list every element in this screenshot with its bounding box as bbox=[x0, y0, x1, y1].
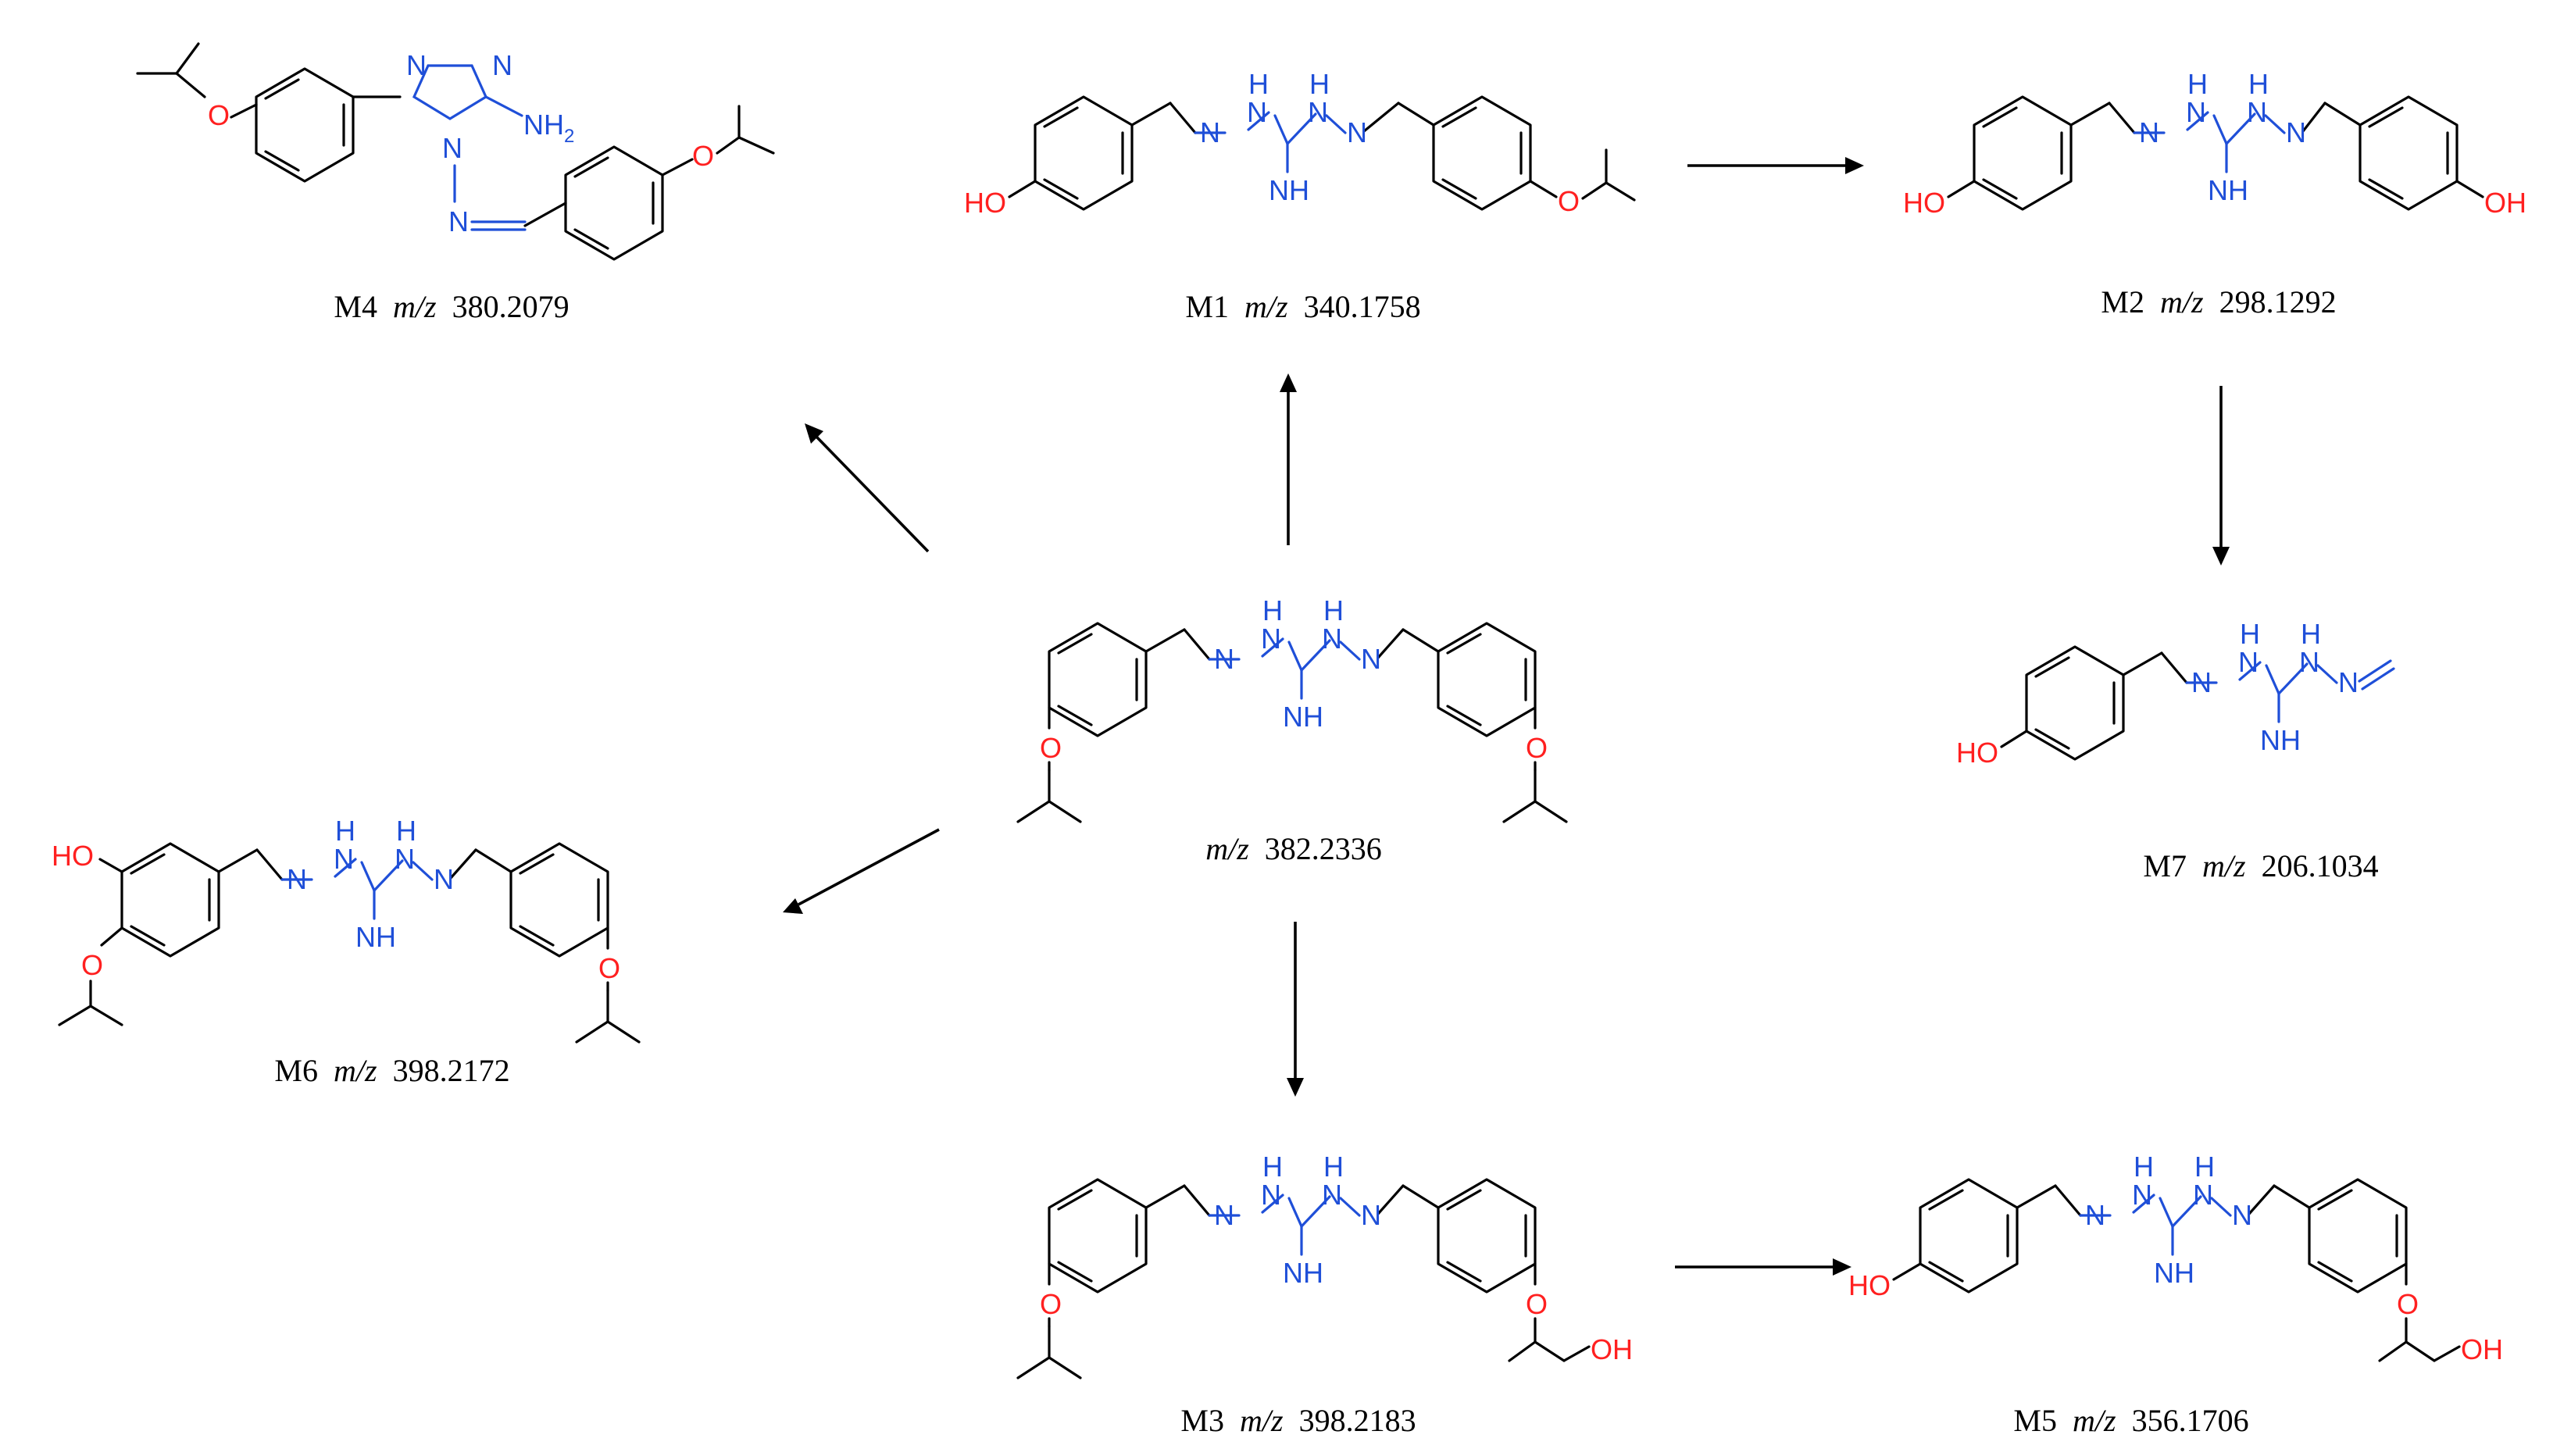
atom-n: N bbox=[2238, 646, 2259, 678]
atom-n: N bbox=[2247, 96, 2267, 128]
atom-nh: NH bbox=[355, 921, 396, 953]
atom-n: N bbox=[2139, 116, 2159, 148]
atom-nh: NH bbox=[2154, 1257, 2194, 1289]
atom-h: H bbox=[2248, 68, 2269, 100]
structure-m4: O N N N NH2 N O bbox=[136, 42, 775, 261]
atom-n: N bbox=[1322, 1179, 1342, 1211]
structure-m1: N N H N H N NH HO O bbox=[964, 68, 1636, 219]
atom-nh: NH bbox=[1269, 174, 1309, 206]
atom-h: H bbox=[335, 815, 355, 847]
atom-oh: OH bbox=[1591, 1333, 1633, 1365]
structure-parent: N N H N H N NH O O bbox=[1016, 594, 1568, 823]
atom-ho: HO bbox=[1848, 1269, 1891, 1301]
atom-nh: NH bbox=[1283, 701, 1323, 733]
atom-n: N bbox=[1322, 623, 1342, 655]
atom-h: H bbox=[1323, 594, 1344, 626]
atom-o: O bbox=[2397, 1288, 2419, 1320]
atom-n: N bbox=[434, 863, 454, 895]
atom-o: O bbox=[1040, 1288, 1062, 1320]
atom-o: O bbox=[1526, 1288, 1548, 1320]
atom-h: H bbox=[2194, 1151, 2215, 1183]
atom-h: H bbox=[2301, 618, 2321, 650]
reaction-arrows bbox=[783, 157, 2230, 1276]
atom-n: N bbox=[1200, 116, 1220, 148]
atom-oh: OH bbox=[2484, 187, 2526, 219]
atom-n: N bbox=[1347, 116, 1367, 148]
atom-n: N bbox=[2299, 646, 2319, 678]
atom-nh: NH bbox=[2208, 174, 2248, 206]
structure-m7: N N H N H N NH HO bbox=[1956, 618, 2395, 769]
atom-h: H bbox=[2187, 68, 2208, 100]
label-m4: M4 m/z 380.2079 bbox=[334, 289, 569, 324]
label-m1: M1 m/z 340.1758 bbox=[1185, 289, 1420, 324]
arrow-parent-to-m4 bbox=[805, 423, 930, 553]
atom-o: O bbox=[1040, 732, 1062, 764]
atom-n: N bbox=[1361, 643, 1381, 675]
atom-n: N bbox=[395, 843, 415, 875]
atom-h: H bbox=[2240, 618, 2260, 650]
atom-nh2: NH2 bbox=[523, 109, 574, 147]
atom-n: N bbox=[2191, 666, 2212, 698]
label-m6: M6 m/z 398.2172 bbox=[274, 1053, 509, 1088]
atom-h: H bbox=[396, 815, 416, 847]
atom-o: O bbox=[208, 99, 230, 131]
atom-n: N bbox=[406, 49, 427, 81]
structure-m2: N N H N H N NH HO OH bbox=[1903, 68, 2526, 219]
arrow-m1-to-m2 bbox=[1687, 157, 1864, 174]
atom-n: N bbox=[2193, 1179, 2213, 1211]
atom-nh: NH bbox=[2260, 724, 2301, 756]
atom-n: N bbox=[334, 843, 354, 875]
atom-nh: NH bbox=[1283, 1257, 1323, 1289]
atom-h: H bbox=[2134, 1151, 2154, 1183]
atom-n: N bbox=[2085, 1199, 2105, 1231]
atom-n: N bbox=[1308, 96, 1328, 128]
label-m5: M5 m/z 356.1706 bbox=[2013, 1403, 2248, 1438]
label-parent: m/z 382.2336 bbox=[1205, 831, 1382, 866]
atom-h: H bbox=[1248, 68, 1269, 100]
atom-ho: HO bbox=[52, 840, 94, 872]
atom-n: N bbox=[2186, 96, 2206, 128]
atom-n: N bbox=[2286, 116, 2306, 148]
atom-n: N bbox=[492, 49, 512, 81]
label-m7: M7 m/z 206.1034 bbox=[2143, 848, 2378, 883]
atom-h: H bbox=[1262, 594, 1283, 626]
atom-o: O bbox=[1526, 732, 1548, 764]
arrow-m3-to-m5 bbox=[1675, 1258, 1851, 1276]
atom-o: O bbox=[692, 140, 714, 172]
atom-n: N bbox=[442, 132, 462, 164]
atom-n: N bbox=[2132, 1179, 2152, 1211]
atom-n: N bbox=[287, 863, 307, 895]
arrow-parent-to-m6 bbox=[783, 828, 940, 914]
structure-m5: N N H N H N NH HO O OH bbox=[1848, 1151, 2503, 1365]
atom-n: N bbox=[1361, 1199, 1381, 1231]
atom-n: N bbox=[1261, 1179, 1281, 1211]
label-m3: M3 m/z 398.2183 bbox=[1180, 1403, 1416, 1438]
atom-oh: OH bbox=[2461, 1333, 2503, 1365]
atom-n: N bbox=[1261, 623, 1281, 655]
arrow-parent-to-m3 bbox=[1287, 922, 1304, 1097]
atom-h: H bbox=[1262, 1151, 1283, 1183]
arrow-m2-to-m7 bbox=[2212, 386, 2230, 566]
atom-n: N bbox=[1214, 1199, 1234, 1231]
atom-n: N bbox=[1247, 96, 1267, 128]
structure-m6: N N H N H N NH HO O O bbox=[52, 815, 641, 1044]
atom-n: N bbox=[2338, 666, 2359, 698]
label-m2: M2 m/z 298.1292 bbox=[2101, 284, 2336, 319]
atom-h: H bbox=[1309, 68, 1330, 100]
atom-ho: HO bbox=[1903, 187, 1945, 219]
atom-ho: HO bbox=[964, 187, 1006, 219]
atom-n: N bbox=[2232, 1199, 2252, 1231]
atom-n: N bbox=[1214, 643, 1234, 675]
structure-m3: N N H N H N NH O O OH bbox=[1016, 1151, 1633, 1379]
atom-n: N bbox=[448, 205, 469, 237]
atom-ho: HO bbox=[1956, 737, 1998, 769]
arrow-parent-to-m1 bbox=[1280, 373, 1297, 545]
atom-o: O bbox=[81, 949, 103, 981]
atom-h: H bbox=[1323, 1151, 1344, 1183]
atom-o: O bbox=[598, 952, 620, 984]
atom-o: O bbox=[1558, 185, 1580, 217]
